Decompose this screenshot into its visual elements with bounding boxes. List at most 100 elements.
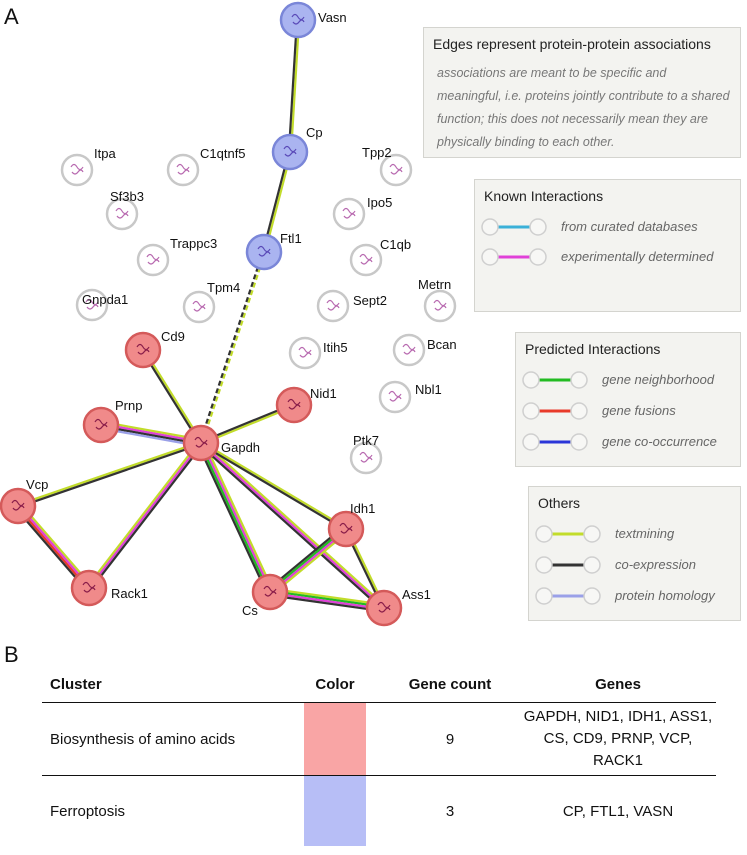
node-rack1[interactable]: Rack1	[70, 569, 148, 607]
legend-known-title: Known Interactions	[484, 188, 604, 204]
node-sf3b3[interactable]: Sf3b3	[105, 189, 144, 231]
legend-predicted-cooccurrence-label: gene co-occurrence	[602, 434, 717, 449]
edge-line-coexpression	[269, 594, 384, 613]
node-prnp[interactable]: Prnp	[82, 398, 142, 444]
node-bcan[interactable]: Bcan	[392, 333, 457, 367]
protein-structure-icon	[326, 299, 340, 311]
node-ass1[interactable]: Ass1	[365, 587, 431, 627]
node-sept2[interactable]: Sept2	[316, 289, 387, 323]
legend-predicted-neighborhood-label: gene neighborhood	[602, 372, 715, 387]
edge-line-coexpression	[198, 251, 264, 443]
cluster-gene-count: 9	[380, 702, 520, 776]
legend-edges-description: associations are meant to be specific an…	[437, 66, 730, 149]
table-row: Biosynthesis of amino acids 9 GAPDH, NID…	[42, 702, 716, 776]
cluster-color-swatch	[304, 703, 366, 775]
node-gapdh[interactable]: Gapdh	[182, 424, 260, 462]
node-label: Cs	[242, 603, 258, 618]
protein-structure-icon	[339, 522, 353, 534]
swatch-node	[529, 218, 547, 236]
cluster-color	[290, 775, 380, 846]
protein-structure-icon	[94, 418, 108, 430]
node-circle	[275, 386, 313, 424]
edge-line-textmining	[290, 19, 301, 153]
node-tpp2[interactable]: Tpp2	[362, 145, 413, 187]
node-circle	[75, 288, 109, 322]
node-label: Sf3b3	[110, 189, 144, 204]
edge-line-experimental	[88, 442, 202, 589]
legend-others-homology-label: protein homology	[615, 588, 715, 603]
node-cs[interactable]: Cs	[242, 573, 289, 618]
node-circle	[245, 233, 283, 271]
header-gene-count: Gene count	[408, 675, 492, 693]
cluster-name: Biosynthesis of amino acids	[42, 702, 290, 776]
protein-structure-icon	[433, 299, 447, 311]
node-itih5[interactable]: Itih5	[288, 336, 348, 370]
legend-others-title: Others	[538, 495, 581, 511]
node-label: Gnpda1	[82, 292, 128, 307]
legend-predicted-box: Predicted Interactions gene neighborhood…	[515, 332, 741, 467]
protein-structure-icon	[136, 343, 150, 355]
node-trappc3[interactable]: Trappc3	[136, 236, 217, 277]
protein-structure-icon	[82, 581, 96, 593]
protein-structure-icon	[192, 300, 206, 312]
edge-gapdh-ass1	[198, 440, 387, 611]
legend-known-experimental-label: experimentally determined	[561, 249, 714, 264]
edge-line-textmining	[270, 587, 385, 606]
cluster-genes: CP, FTL1, VASN	[520, 775, 716, 846]
node-circle	[349, 441, 383, 475]
node-vcp[interactable]: Vcp	[0, 477, 48, 525]
edge-line-neighborhood	[270, 589, 385, 609]
edge-vasn-cp	[287, 19, 301, 153]
node-circle	[379, 153, 413, 187]
node-metrn[interactable]: Metrn	[418, 277, 457, 323]
edge-cd9-gapdh	[141, 348, 203, 445]
node-cd9[interactable]: Cd9	[124, 329, 185, 369]
swatch-node	[481, 218, 499, 236]
node-label: C1qtnf5	[200, 146, 246, 161]
node-label: Ptk7	[353, 433, 379, 448]
swatch-node	[583, 556, 601, 574]
node-tpm4[interactable]: Tpm4	[182, 280, 240, 324]
node-nid1[interactable]: Nid1	[275, 386, 337, 424]
edge-line-textmining	[202, 441, 274, 592]
node-ptk7[interactable]: Ptk7	[349, 433, 383, 475]
node-label: Rack1	[111, 586, 148, 601]
node-circle	[332, 197, 366, 231]
node-itpa[interactable]: Itpa	[60, 146, 116, 187]
edge-line-coexpression	[198, 443, 384, 611]
experimental-swatch-icon	[481, 248, 547, 266]
node-label: Idh1	[350, 501, 375, 516]
swatch-node	[583, 525, 601, 543]
header-cluster: Cluster	[50, 675, 102, 693]
node-ftl1[interactable]: Ftl1	[245, 231, 302, 271]
node-c1qb[interactable]: C1qb	[349, 237, 411, 277]
protein-structure-icon	[377, 601, 391, 613]
node-label: Nid1	[310, 386, 337, 401]
swatch-node	[522, 433, 540, 451]
legend-predicted-title: Predicted Interactions	[525, 341, 661, 357]
node-vasn[interactable]: Vasn	[279, 1, 347, 39]
edge-line-textmining	[17, 440, 202, 506]
protein-structure-icon	[146, 253, 160, 265]
node-label: Cd9	[161, 329, 185, 344]
swatch-node	[522, 402, 540, 420]
coexpression-swatch-icon	[535, 556, 601, 574]
node-cp[interactable]: Cp	[271, 125, 323, 171]
node-c1qtnf5[interactable]: C1qtnf5	[166, 146, 246, 187]
edge-line-textmining	[201, 252, 267, 444]
legend-known-curated-label: from curated databases	[561, 219, 698, 234]
protein-structure-icon	[11, 499, 25, 511]
table-header-row: Cluster Color Gene count Genes	[42, 666, 716, 703]
node-nbl1[interactable]: Nbl1	[378, 380, 442, 414]
node-circle	[0, 487, 37, 525]
edge-line-coexpression	[89, 443, 204, 591]
header-color: Color	[315, 675, 355, 693]
node-circle	[251, 573, 289, 611]
node-ipo5[interactable]: Ipo5	[332, 195, 392, 231]
node-idh1[interactable]: Idh1	[327, 501, 375, 548]
protein-structure-icon	[359, 253, 373, 265]
node-gnpda1[interactable]: Gnpda1	[75, 288, 128, 322]
edge-gapdh-idh1	[199, 441, 348, 531]
swatch-node	[535, 525, 553, 543]
